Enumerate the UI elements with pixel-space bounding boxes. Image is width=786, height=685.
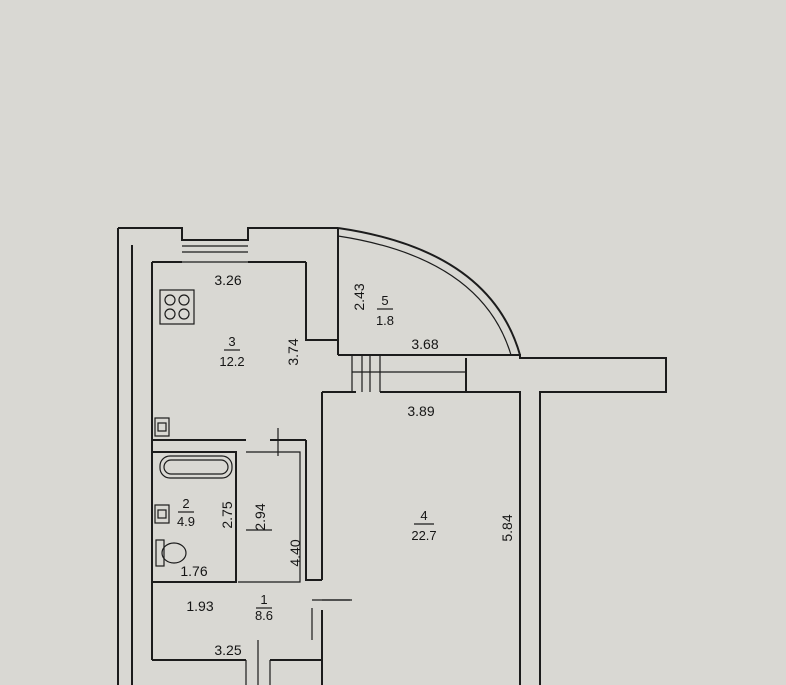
balcony-depth-dim: 2.43 <box>351 283 367 310</box>
stove-icon <box>159 289 195 325</box>
sink-icon <box>154 417 170 437</box>
hall-length-dim: 4.40 <box>287 539 303 566</box>
living-width-dim: 3.89 <box>407 403 434 419</box>
living-area: 22.7 <box>411 528 436 543</box>
bath-sink-icon <box>154 504 170 524</box>
living-length-dim: 5.84 <box>499 514 515 541</box>
living-number: 4 <box>420 508 427 523</box>
bath-width-dim: 1.76 <box>180 563 207 579</box>
bathtub-icon <box>159 455 233 479</box>
hall-area: 8.6 <box>255 608 273 623</box>
hall-width-dim: 1.93 <box>186 598 213 614</box>
toilet-icon <box>155 539 187 567</box>
hall-number: 1 <box>260 592 267 607</box>
kitchen-width-dim: 3.26 <box>214 272 241 288</box>
balcony-number: 5 <box>381 293 388 308</box>
kitchen-number: 3 <box>228 334 235 349</box>
windows <box>182 239 466 392</box>
balcony-area: 1.8 <box>376 313 394 328</box>
hall-bottom-dim: 3.25 <box>214 642 241 658</box>
kitchen-area: 12.2 <box>219 354 244 369</box>
bath-length-dim: 2.75 <box>219 501 235 528</box>
balcony-width-dim: 3.68 <box>411 336 438 352</box>
bathroom-number: 2 <box>182 496 189 511</box>
bathroom-area: 4.9 <box>177 514 195 529</box>
balcony-arc <box>337 227 521 356</box>
bath-inner-dim: 2.94 <box>252 503 268 530</box>
kitchen-length-dim: 3.74 <box>285 338 301 365</box>
interior-walls <box>151 262 352 685</box>
